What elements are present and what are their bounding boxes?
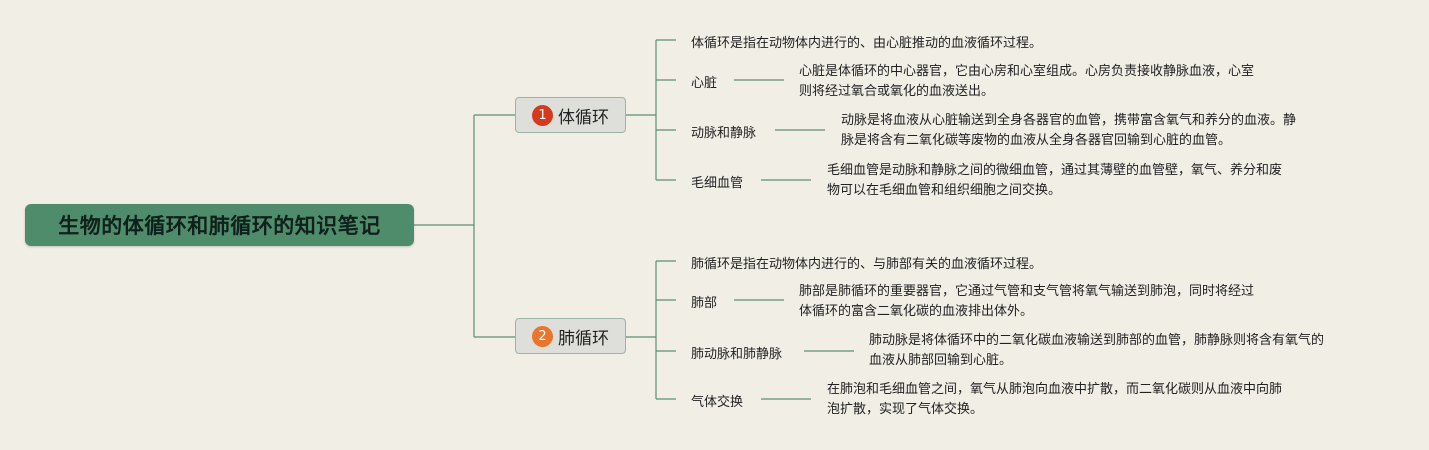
branch-1-connector bbox=[626, 39, 676, 181]
topic-gas-exchange[interactable]: 气体交换 bbox=[691, 395, 744, 410]
topic-heart[interactable]: 心脏 bbox=[691, 76, 718, 91]
branch-2-leaf-connectors bbox=[734, 299, 854, 400]
root-topic[interactable]: 生物的体循环和肺循环的知识笔记 bbox=[25, 204, 414, 246]
branch-label: 体循环 bbox=[558, 107, 609, 128]
pulmonary-vessels-description[interactable]: 肺动脉是将体循环中的二氧化碳血液输送到肺部的血管，肺静脉则将含有氧气的 血液从肺… bbox=[869, 333, 1325, 368]
topic-capillaries[interactable]: 毛细血管 bbox=[691, 176, 744, 191]
branch-label: 肺循环 bbox=[558, 328, 609, 349]
arteries-veins-description[interactable]: 动脉是将血液从心脏输送到全身各器官的血管，携带富含氧气和养分的血液。静 脉是将含… bbox=[841, 113, 1297, 148]
lungs-description[interactable]: 肺部是肺循环的重要器官，它通过气管和支气管将氧气输送到肺泡，同时将经过 体循环的… bbox=[799, 284, 1255, 319]
branch-1-leaf-connectors bbox=[734, 79, 825, 181]
capillaries-description[interactable]: 毛细血管是动脉和静脉之间的微细血管，通过其薄壁的血管壁，氧气、养分和废 物可以在… bbox=[827, 163, 1283, 198]
branch-systemic-circulation[interactable]: 1 体循环 bbox=[515, 97, 626, 133]
number-1-badge-icon: 1 bbox=[532, 104, 553, 126]
pulmonary-intro[interactable]: 肺循环是指在动物体内进行的、与肺部有关的血液循环过程。 bbox=[691, 257, 1043, 272]
branch-2-connector bbox=[626, 260, 676, 400]
root-connector bbox=[414, 114, 515, 338]
topic-pulmonary-vessels[interactable]: 肺动脉和肺静脉 bbox=[691, 347, 783, 362]
heart-description[interactable]: 心脏是体循环的中心器官，它由心房和心室组成。心房负责接收静脉血液，心室 则将经过… bbox=[799, 64, 1255, 99]
topic-arteries-veins[interactable]: 动脉和静脉 bbox=[691, 126, 757, 141]
topic-lungs[interactable]: 肺部 bbox=[691, 296, 718, 311]
gas-exchange-description[interactable]: 在肺泡和毛细血管之间，氧气从肺泡向血液中扩散，而二氧化碳则从血液中向肺 泡扩散，… bbox=[827, 382, 1283, 417]
systemic-intro[interactable]: 体循环是指在动物体内进行的、由心脏推动的血液循环过程。 bbox=[691, 36, 1043, 51]
branch-pulmonary-circulation[interactable]: 2 肺循环 bbox=[515, 318, 626, 354]
number-2-badge-icon: 2 bbox=[532, 325, 553, 347]
